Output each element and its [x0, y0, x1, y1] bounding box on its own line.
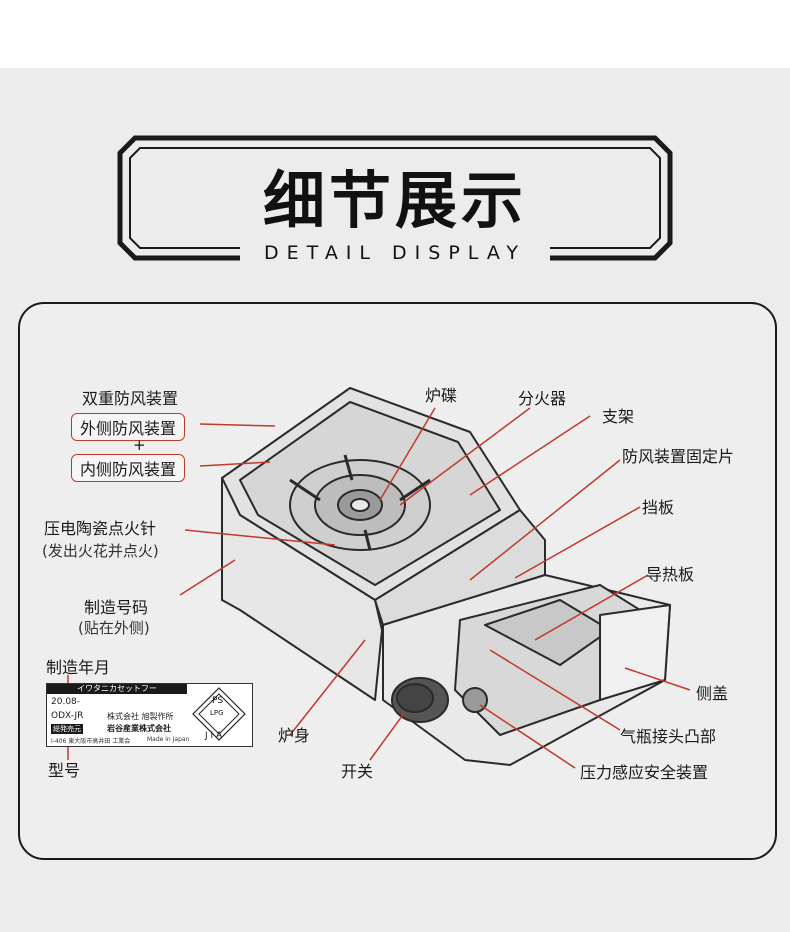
label-pressure-safety: 压力感应安全装置	[580, 763, 709, 782]
ps-mark: PS	[212, 696, 224, 706]
lpg-mark: LPG	[210, 709, 224, 717]
label-heat-plate: 导热板	[646, 565, 695, 584]
nameplate-maker: 株式会社 旭製作所	[107, 712, 174, 721]
label-connector: 气瓶接头凸部	[620, 727, 717, 746]
side-cover-shape	[599, 604, 671, 701]
nameplate: イワタニカセットフー 20.08- ODX-JR 株式会社 旭製作所 総発売元 …	[46, 683, 253, 747]
label-serial-note: (贴在外侧)	[78, 619, 150, 637]
label-serial-number: 制造号码	[84, 598, 149, 617]
nameplate-seller: 岩谷産業株式会社	[107, 724, 171, 733]
label-double-windshield: 双重防风装置	[82, 389, 179, 408]
top-white-band	[0, 0, 790, 68]
page-subtitle: DETAIL DISPLAY	[264, 242, 526, 264]
label-igniter-note: (发出火花并点火)	[42, 542, 159, 560]
label-body: 炉身	[278, 726, 311, 745]
label-outer-windshield: 外侧防风装置	[71, 413, 186, 441]
page-title: 细节展示	[262, 164, 527, 237]
label-igniter: 压电陶瓷点火针	[44, 519, 157, 538]
label-model: 型号	[48, 761, 81, 780]
ps-lpg-mark-icon	[192, 687, 246, 741]
nameplate-model: ODX-JR	[51, 711, 84, 721]
connector-shape	[462, 687, 488, 713]
nameplate-brand: イワタニカセットフー	[47, 684, 187, 694]
label-switch: 开关	[341, 762, 374, 781]
jia-mark: J I A	[205, 731, 223, 741]
title-frame	[110, 128, 680, 268]
nameplate-date: 20.08-	[51, 697, 81, 707]
nameplate-seller-tag: 総発売元	[51, 724, 83, 734]
label-flame-distributor: 分火器	[518, 389, 567, 408]
label-burner-plate: 炉碟	[425, 386, 458, 405]
label-plus: +	[133, 436, 146, 454]
label-support: 支架	[602, 407, 635, 426]
nameplate-made-in: Made in Japan	[147, 736, 190, 743]
nameplate-fine-print: I-406 東大阪市高井田 工業会	[51, 738, 131, 745]
label-baffle: 挡板	[642, 498, 675, 517]
stove-body	[221, 477, 383, 701]
label-windshield-clip: 防风装置固定片	[622, 447, 735, 466]
label-inner-windshield: 内侧防风装置	[71, 454, 186, 482]
label-manufacture-date: 制造年月	[46, 658, 111, 677]
label-side-cover: 侧盖	[696, 684, 729, 703]
